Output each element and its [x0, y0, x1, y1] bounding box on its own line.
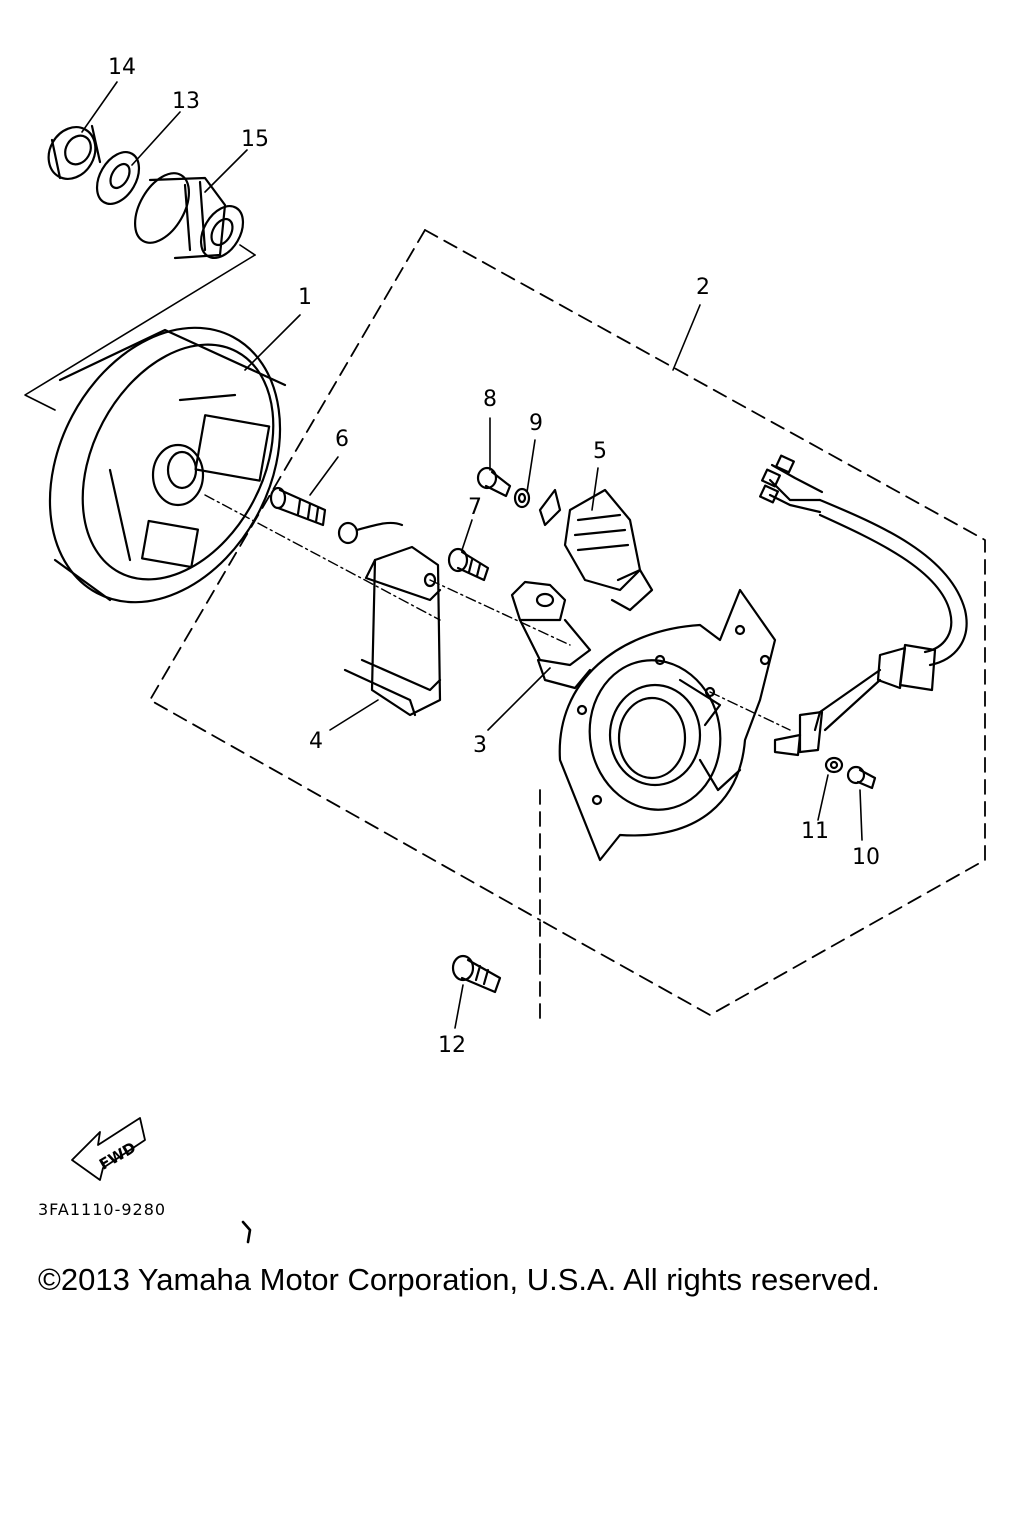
wire-harness [759, 454, 968, 757]
fwd-arrow-icon [71, 1117, 146, 1181]
callout-11: 11 [801, 819, 829, 844]
callout-12: 12 [438, 1033, 466, 1058]
callout-2: 2 [696, 275, 710, 300]
diagram-code: 3FA1110-9280 [38, 1200, 167, 1219]
washer-part-9 [513, 487, 531, 509]
copyright-notice: ©2013 Yamaha Motor Corporation, U.S.A. A… [38, 1262, 880, 1297]
stator-assembly-boundary [149, 229, 986, 1021]
nut-part-14 [47, 124, 102, 180]
stator-plate-part-2 [429, 579, 791, 862]
callout-4: 4 [309, 729, 323, 754]
callout-6: 6 [335, 427, 349, 452]
screw-part-7 [447, 547, 490, 582]
sleeve-part-15 [133, 172, 245, 260]
callout-3: 3 [473, 733, 487, 758]
leader-lines [81, 81, 863, 1029]
fwd-label: FWD [96, 1138, 139, 1173]
callout-14: 14 [108, 55, 136, 80]
callout-13: 13 [172, 89, 200, 114]
washer-part-11 [824, 756, 844, 774]
screw-part-6 [269, 486, 327, 527]
stray-mark [241, 1220, 252, 1244]
screw-part-10 [846, 765, 877, 790]
lead-clip [337, 521, 404, 545]
callout-8: 8 [483, 387, 497, 412]
callout-10: 10 [852, 845, 880, 870]
callout-9: 9 [529, 411, 543, 436]
callout-15: 15 [241, 127, 269, 152]
source-coil-part-4 [343, 545, 442, 717]
screw-part-8 [476, 466, 512, 498]
flywheel-part-1 [48, 326, 441, 621]
pickup-coil-part-3 [510, 580, 592, 690]
callout-1: 1 [298, 285, 312, 310]
washer-part-13 [95, 151, 141, 205]
charging-coil-part-5 [538, 488, 654, 612]
flywheel-boundary-lines [24, 244, 256, 411]
callout-7: 7 [468, 495, 482, 520]
callout-5: 5 [593, 439, 607, 464]
bolt-part-12 [451, 954, 502, 994]
